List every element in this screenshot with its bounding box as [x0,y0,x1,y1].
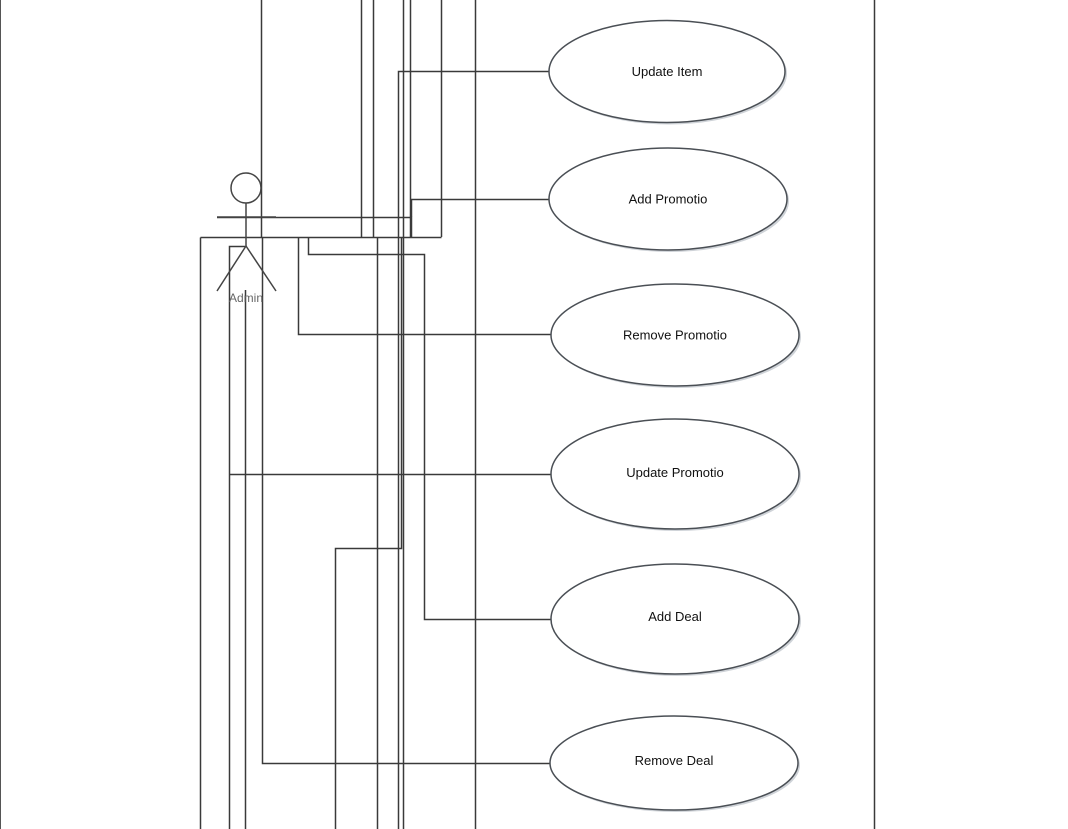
use-case-add-deal[interactable]: Add Deal [550,563,801,676]
actor-right-leg [245,245,277,292]
arms-extension [217,216,413,237]
use-case-label: Add Promotio [629,192,708,207]
connector-remove-promotion [297,237,551,336]
use-case-remove-deal[interactable]: Remove Deal [549,715,800,812]
actor-label: Admin [229,291,263,305]
actor-head [230,172,262,204]
use-case-label: Add Deal [648,609,702,624]
use-case-update-promotion[interactable]: Update Promotio [550,418,801,531]
use-case-update-item[interactable]: Update Item [548,19,787,125]
connector-down-3 [334,237,403,829]
connector-add-promotion [410,198,551,217]
use-case-ellipse [548,147,788,251]
connector-remove-deal [261,237,551,765]
use-case-add-promotion[interactable]: Add Promotio [548,147,789,252]
connector-update-promotion [228,245,551,829]
connector-update-item [397,70,551,237]
actor-admin[interactable]: Admin [216,172,277,305]
connector-add-deal [307,237,551,621]
use-case-ellipse [550,418,800,530]
association-lines [199,0,551,829]
use-case-remove-promotion[interactable]: Remove Promotio [550,283,801,388]
actor-left-leg [216,245,247,292]
use-case-ellipse [548,19,786,124]
use-case-ellipse [550,283,800,387]
use-case-label: Update Item [632,64,703,79]
use-case-ellipse [549,715,799,811]
use-case-ellipse [550,563,800,675]
use-case-label: Update Promotio [626,465,724,480]
use-case-label: Remove Deal [635,753,714,768]
use-case-label: Remove Promotio [623,328,727,343]
